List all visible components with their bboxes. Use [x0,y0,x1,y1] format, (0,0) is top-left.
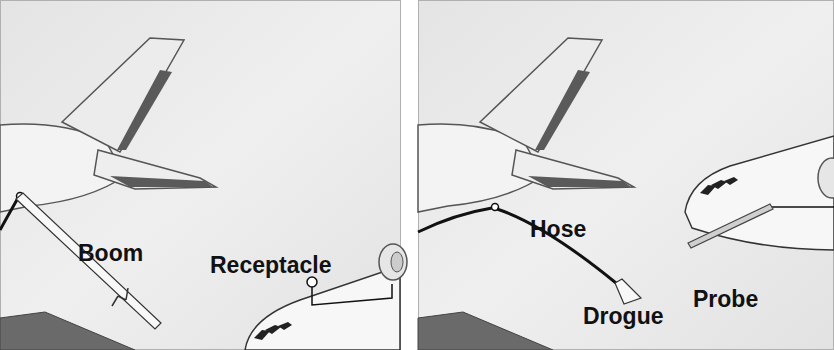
boom-panel [0,1,407,350]
part-label: Receptacle [210,254,331,277]
part-label: Boom [78,242,143,265]
part-label: Drogue [583,305,664,328]
part-label: Hose [530,218,586,241]
part-label: Probe [693,288,758,311]
drogue-panel [418,1,834,350]
